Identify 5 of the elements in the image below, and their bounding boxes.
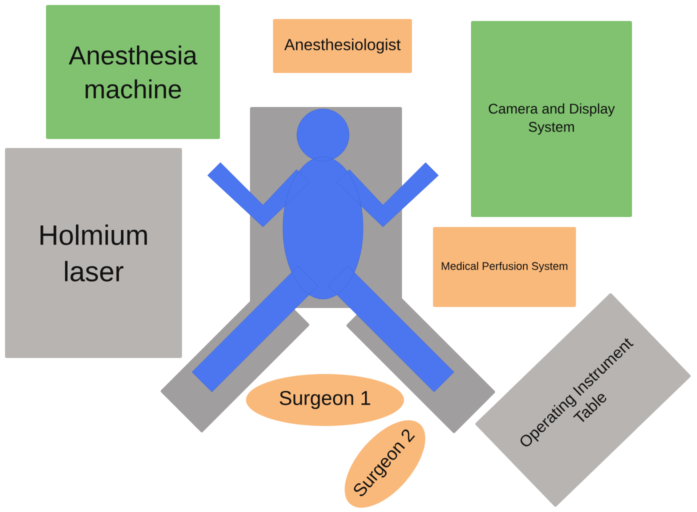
equipment-box: Anesthesia machine <box>46 5 220 139</box>
equipment-box: Medical Perfusion System <box>433 227 576 307</box>
equipment-box: Camera and Display System <box>471 21 632 217</box>
equipment-box: Holmium laser <box>5 148 182 358</box>
staff-box: Anesthesiologist <box>273 19 412 73</box>
